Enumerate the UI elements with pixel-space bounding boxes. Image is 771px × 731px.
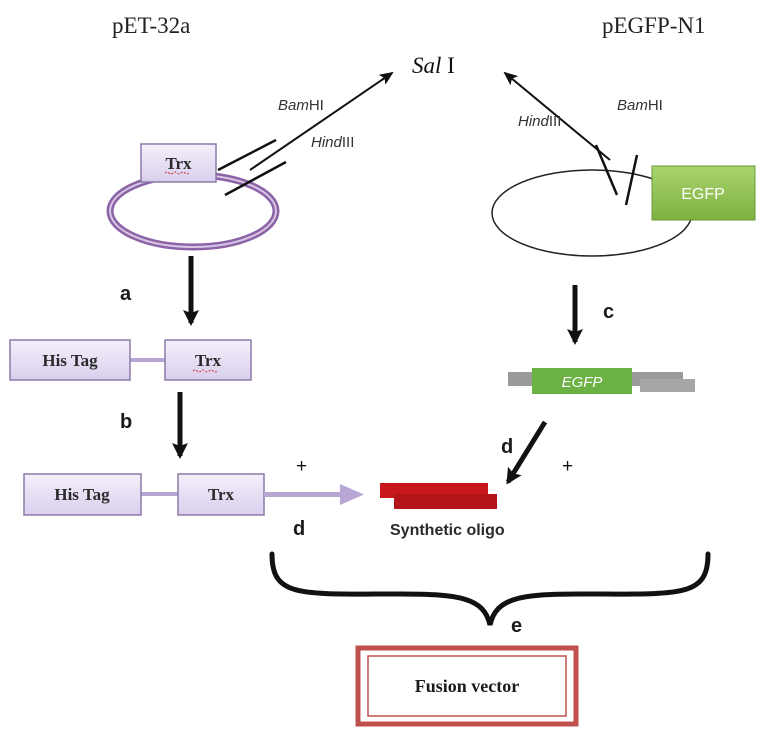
lilac-arrow-head: [340, 484, 364, 505]
trx-label-row1: Trx: [195, 351, 222, 370]
left-hindiii-label: HindIII: [311, 134, 354, 151]
lilac-arrow-shaft: [264, 492, 344, 497]
step-b-label: b: [120, 411, 132, 433]
right-cut-mark-2: [624, 154, 639, 206]
fusion-vector-box: Fusion vector: [355, 645, 579, 727]
fusion-vector-label: Fusion vector: [415, 676, 519, 696]
plus-sign-left: +: [296, 456, 307, 477]
left-bamhi-rest: HI: [309, 97, 324, 114]
right-bamhi-rest: HI: [648, 97, 663, 114]
fragment-egfp-core: [532, 368, 632, 394]
sal-suffix: I: [441, 53, 454, 78]
step-a-label: a: [120, 283, 132, 305]
step-d-right-arrow: [505, 420, 548, 485]
step-d-right-label: d: [501, 436, 513, 458]
right-cut-mark-1: [594, 144, 619, 196]
trx-box-plasmid: Trx: [140, 143, 217, 183]
right-sal-arrow: [503, 71, 611, 161]
left-hindiii-italic: Hind: [311, 134, 343, 151]
left-cut-mark-2: [224, 160, 287, 197]
synthetic-oligo: [380, 483, 497, 509]
left-bamhi-label: BamHI: [278, 97, 324, 114]
trx-box-row1: Trx: [164, 339, 252, 381]
right-bamhi-label: BamHI: [617, 97, 663, 114]
step-d-left-label: d: [293, 518, 305, 540]
grouping-brace: [269, 551, 711, 626]
synthetic-oligo-label: Synthetic oligo: [390, 522, 505, 539]
spellcheck-underline: [164, 171, 190, 175]
pegfp-n1-title: pEGFP-N1: [602, 13, 706, 38]
egfp-box: EGFP: [651, 165, 756, 221]
pet32a-title: pET-32a: [112, 13, 190, 38]
his-tag-box-row2: His Tag: [23, 473, 142, 516]
left-cut-mark-1: [217, 138, 277, 172]
left-bamhi-italic: Bam: [278, 97, 309, 114]
trx-label-plasmid: Trx: [165, 154, 192, 173]
egfp-fragment-label: EGFP: [562, 374, 603, 391]
his-tag-label-row2: His Tag: [54, 485, 110, 504]
sal-italic: Sal: [412, 53, 441, 78]
step-c-label: c: [603, 301, 614, 323]
fragment-right-end-bottom: [640, 379, 695, 392]
right-hindiii-rest: III: [549, 113, 562, 130]
step-e-label: e: [511, 615, 522, 637]
his-tag-box-row1: His Tag: [9, 339, 131, 381]
left-hindiii-rest: III: [342, 134, 355, 151]
trx-label-row2: Trx: [208, 485, 235, 504]
his-tag-label-row1: His Tag: [42, 351, 98, 370]
left-sal-arrow: [249, 71, 394, 171]
right-hindiii-italic: Hind: [518, 113, 550, 130]
egfp-fragment: EGFP: [508, 368, 695, 394]
plus-sign-right: +: [562, 456, 573, 477]
spellcheck-underline-row1: [192, 369, 218, 373]
sal-i-label: Sal I: [412, 53, 455, 78]
pet32a-ring-highlight: [109, 174, 277, 248]
right-bamhi-italic: Bam: [617, 97, 648, 114]
oligo-strand-bottom: [394, 494, 497, 509]
trx-box-row2: Trx: [177, 473, 265, 516]
right-hindiii-label: HindIII: [518, 113, 561, 130]
egfp-label: EGFP: [681, 186, 725, 203]
